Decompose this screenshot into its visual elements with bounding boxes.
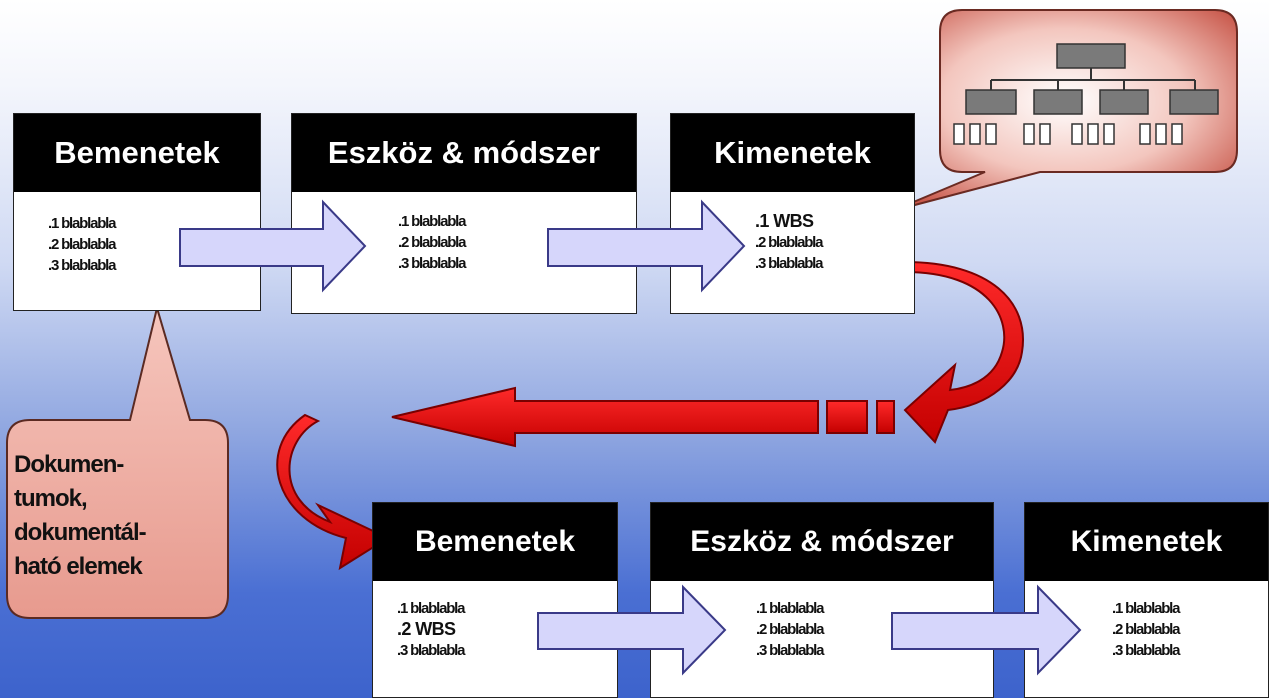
stage-item: .2 WBS xyxy=(397,619,456,639)
stage-item: .3 blablabla xyxy=(397,642,466,659)
stage-item: .1 blablabla xyxy=(1112,600,1181,617)
stage-item: .2 blablabla xyxy=(1112,621,1181,638)
stage-box-outputs: Kimenetek .1 WBS .2 blablabla .3 blablab… xyxy=(670,113,915,314)
wbs-callout-bubble xyxy=(891,9,1238,212)
documents-callout-text: Dokumen- tumok, dokumentál- ható elemek xyxy=(14,448,147,584)
loop-arrow-right xyxy=(903,260,1024,444)
stage-item: .2 blablabla xyxy=(755,234,824,251)
stage-header: Eszköz & módszer xyxy=(651,503,993,581)
stage-item: .1 blablabla xyxy=(397,600,466,617)
stage-header: Bemenetek xyxy=(14,114,260,192)
stage-item: .3 blablabla xyxy=(756,642,825,659)
stage-item: .3 blablabla xyxy=(398,255,467,272)
documents-callout xyxy=(6,304,229,619)
stage-box-tools: Eszköz & módszer .1 blablabla .2 blablab… xyxy=(291,113,637,314)
stage-header: Eszköz & módszer xyxy=(292,114,636,192)
stage-box-outputs-2: Kimenetek .1 blablabla .2 blablabla .3 b… xyxy=(1024,502,1269,698)
stage-item: .3 blablabla xyxy=(48,257,117,274)
callout-line: dokumentál- xyxy=(14,519,147,546)
callout-line: Dokumen- xyxy=(14,451,124,478)
stage-item: .2 blablabla xyxy=(48,236,117,253)
stage-header: Bemenetek xyxy=(373,503,617,581)
stage-item: .2 blablabla xyxy=(398,234,467,251)
stage-item: .3 blablabla xyxy=(1112,642,1181,659)
stage-item: .1 blablabla xyxy=(48,215,117,232)
stage-header: Kimenetek xyxy=(671,114,914,192)
stage-item: .1 blablabla xyxy=(756,600,825,617)
stage-item: .2 blablabla xyxy=(756,621,825,638)
stage-item: .1 WBS xyxy=(755,211,814,231)
return-arrow xyxy=(391,386,895,448)
stage-header: Kimenetek xyxy=(1025,503,1268,581)
callout-line: tumok, xyxy=(14,485,88,512)
stage-item: .1 blablabla xyxy=(398,213,467,230)
org-chart-icon xyxy=(953,43,1219,145)
stage-box-inputs: Bemenetek .1 blablabla .2 blablabla .3 b… xyxy=(13,113,261,311)
stage-box-inputs-2: Bemenetek .1 blablabla .2 WBS .3 blablab… xyxy=(372,502,618,698)
callout-line: ható elemek xyxy=(14,553,143,580)
loop-arrow-left xyxy=(276,413,391,571)
stage-box-tools-2: Eszköz & módszer .1 blablabla .2 blablab… xyxy=(650,502,994,698)
stage-item: .3 blablabla xyxy=(755,255,824,272)
